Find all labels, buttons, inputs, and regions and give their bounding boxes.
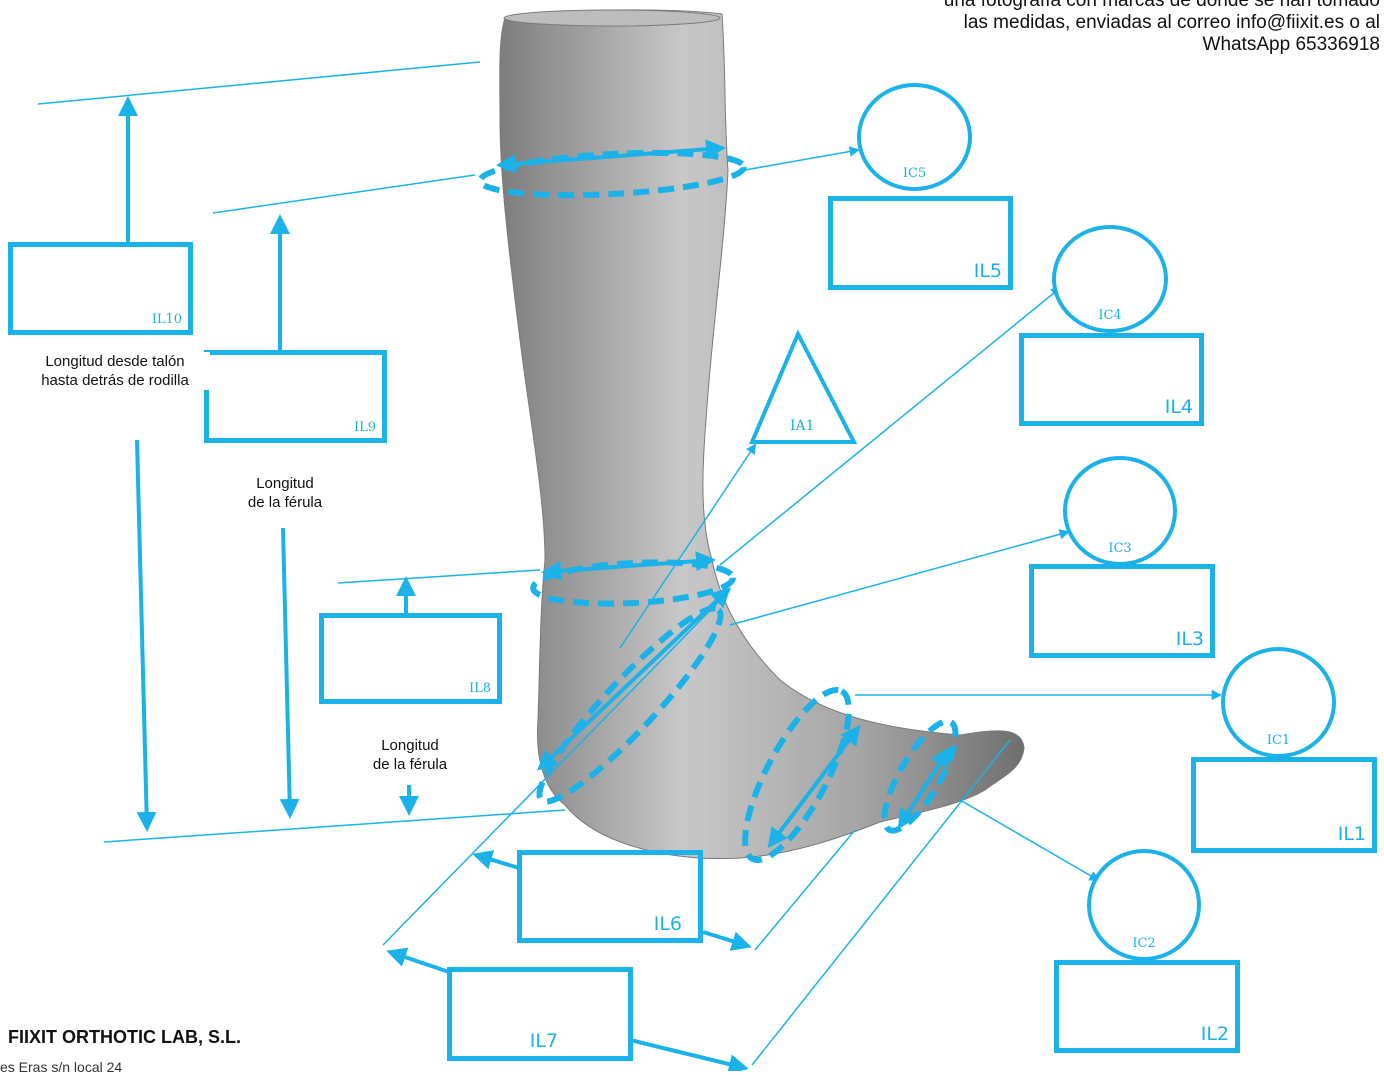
measure-box-il3[interactable]: IL3	[1029, 564, 1215, 658]
circle-ic4[interactable]: IC4	[1052, 225, 1168, 333]
measure-box-il8[interactable]: IL8	[319, 613, 502, 704]
circle-ic3[interactable]: IC3	[1063, 456, 1177, 566]
measure-box-il5[interactable]: IL5	[828, 196, 1013, 290]
il10-label: IL10	[151, 312, 182, 327]
il1-label: IL1	[1337, 823, 1366, 845]
measure-box-il10[interactable]: IL10	[8, 242, 193, 335]
measure-box-il6[interactable]: IL6	[517, 850, 703, 943]
il5-label: IL5	[973, 260, 1002, 282]
il10-caption: Longitud desde talón hasta detrás de rod…	[20, 352, 210, 390]
il10-caption-line-2: hasta detrás de rodilla	[41, 372, 189, 389]
angle-triangle-ia1	[748, 329, 858, 444]
ic4-label: IC4	[1098, 308, 1122, 323]
il8-label: IL8	[468, 681, 491, 696]
measure-box-il2[interactable]: IL2	[1054, 960, 1240, 1053]
ia1-label: IA1	[790, 418, 815, 434]
il9-caption-line-1: Longitud	[256, 475, 314, 492]
ic2-label: IC2	[1132, 936, 1156, 951]
note-line-1: una fotografía con marcas de dónde se ha…	[943, 0, 1380, 11]
ic1-label: IC1	[1266, 733, 1291, 748]
il8-caption: Longitud de la férula	[340, 736, 480, 774]
il7-label: IL7	[529, 1030, 558, 1052]
leg-top-cut	[503, 9, 721, 27]
instructions-note: una fotografía con marcas de dónde se ha…	[740, 0, 1380, 56]
ic5-label: IC5	[902, 166, 927, 181]
company-name: FIIXIT ORTHOTIC LAB, S.L.	[8, 1027, 241, 1047]
il8-caption-line-2: de la férula	[372, 756, 448, 773]
il3-label: IL3	[1175, 628, 1204, 650]
circle-ic5[interactable]: IC5	[857, 83, 972, 191]
il4-label: IL4	[1164, 396, 1193, 418]
measure-box-il1[interactable]: IL1	[1191, 757, 1377, 853]
note-line-2: las medidas, enviadas al correo info@fii…	[963, 12, 1380, 33]
company-address: es Eras s/n local 24	[0, 1059, 123, 1075]
il6-label: IL6	[653, 913, 682, 935]
note-line-3: WhatsApp 65336918	[1202, 34, 1380, 55]
il9-caption: Longitud de la férula	[215, 474, 355, 512]
measure-box-il9[interactable]: IL9	[204, 350, 387, 443]
il2-label: IL2	[1200, 1023, 1229, 1045]
measure-box-il7[interactable]: IL7	[447, 967, 633, 1061]
il9-caption-line-2: de la férula	[247, 494, 323, 511]
il8-caption-line-1: Longitud	[381, 737, 439, 754]
circle-ic1[interactable]: IC1	[1221, 647, 1336, 758]
il10-caption-line-1: Longitud desde talón	[45, 353, 185, 370]
il9-label: IL9	[353, 420, 376, 435]
measure-box-il4[interactable]: IL4	[1019, 333, 1204, 426]
ic3-label: IC3	[1108, 541, 1132, 556]
circle-ic2[interactable]: IC2	[1087, 849, 1201, 961]
